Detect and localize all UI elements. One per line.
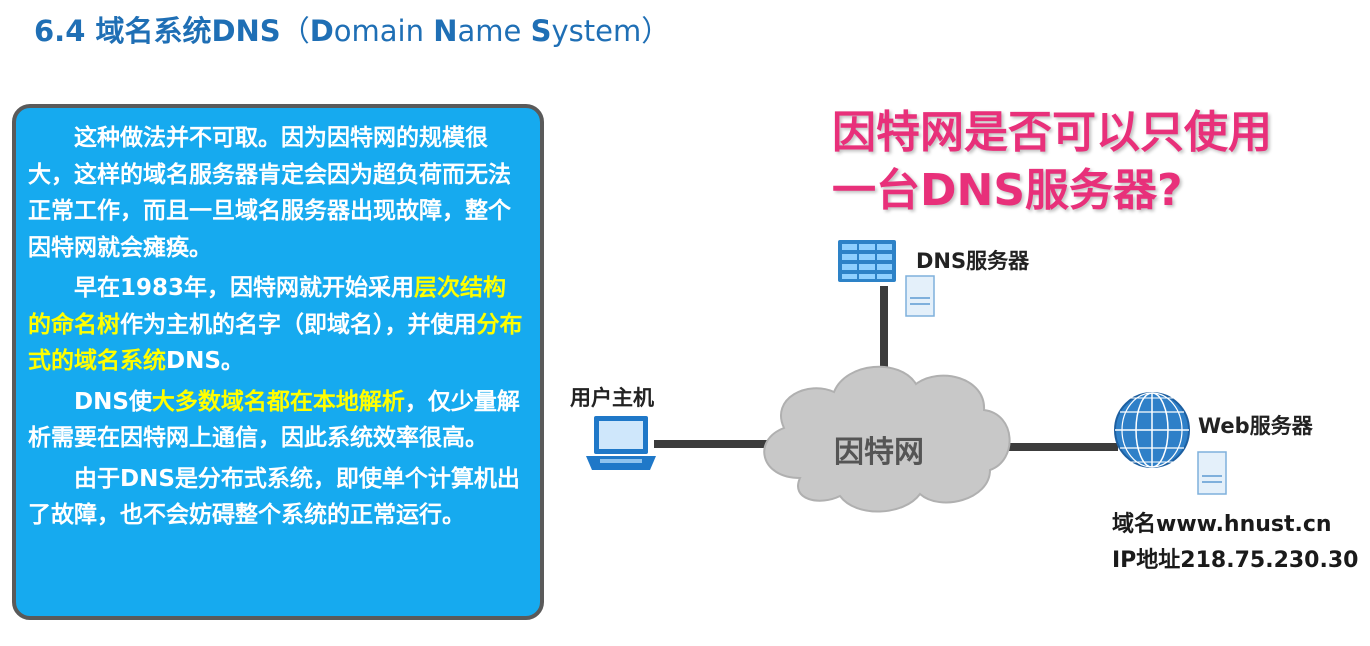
web-server-info: 域名www.hnust.cn IP地址218.75.230.30 xyxy=(1112,507,1358,579)
dns-server-icon xyxy=(838,240,935,317)
web-ip-line: IP地址218.75.230.30 xyxy=(1112,548,1359,573)
p1-text: 这种做法并不可取。因为因特网的规模很大，这样的域名服务器肯定会因为超负荷而无法正… xyxy=(28,125,511,261)
web-server-label: Web服务器 xyxy=(1198,414,1313,438)
p3-text-b: ，仅少量解析需要在因特网上通信，因此系统效率很高。 xyxy=(28,388,520,452)
title-paren-close: ） xyxy=(641,14,671,48)
p2-text-a: 早在1983年，因特网就开始采用 xyxy=(74,275,415,301)
web-server-tower-icon xyxy=(1197,451,1227,495)
title-n-cap: N xyxy=(433,14,458,48)
internet-label: 因特网 xyxy=(834,435,924,470)
title-paren-open: （ xyxy=(280,14,310,48)
title-number: 6.4 域名系统DNS xyxy=(34,14,281,48)
question-heading: 因特网是否可以只使用 一台DNS服务器? xyxy=(832,104,1332,220)
slide-title: 6.4 域名系统DNS（Domain Name System） xyxy=(34,8,670,50)
question-line-1: 因特网是否可以只使用 xyxy=(832,107,1272,158)
explanation-paragraph-3: DNS使大多数域名都在本地解析，仅少量解析需要在因特网上通信，因此系统效率很高。 xyxy=(28,384,528,457)
p2-highlight-naming-tree: 层次结构的命名树 xyxy=(28,275,507,338)
web-server-globe-icon xyxy=(1114,392,1190,468)
p2-text-c: DNS。 xyxy=(166,348,244,374)
p3-text-a: DNS使 xyxy=(74,388,152,415)
title-s-rest: ystem xyxy=(551,14,642,48)
p2-text-b: 作为主机的名字（即域名），并使用 xyxy=(120,311,477,338)
web-domain-line: 域名www.hnust.cn xyxy=(1112,512,1332,537)
laptop-icon xyxy=(586,416,656,470)
explanation-paragraph-4: 由于DNS是分布式系统，即使单个计算机出了故障，也不会妨碍整个系统的正常运行。 xyxy=(28,461,528,534)
explanation-box: 这种做法并不可取。因为因特网的规模很大，这样的域名服务器肯定会因为超负荷而无法正… xyxy=(12,104,544,620)
title-n-rest: ame xyxy=(457,14,531,48)
explanation-paragraph-1: 这种做法并不可取。因为因特网的规模很大，这样的域名服务器肯定会因为超负荷而无法正… xyxy=(28,120,528,266)
dns-server-label: DNS服务器 xyxy=(916,249,1030,273)
explanation-paragraph-2: 早在1983年，因特网就开始采用层次结构的命名树作为主机的名字（即域名），并使用… xyxy=(28,270,528,380)
internet-cloud-icon xyxy=(763,365,1011,513)
title-s-cap: S xyxy=(530,14,552,48)
title-d-cap: D xyxy=(309,14,334,48)
question-line-2: 一台DNS服务器? xyxy=(832,165,1183,216)
p4-text: 由于DNS是分布式系统，即使单个计算机出了故障，也不会妨碍整个系统的正常运行。 xyxy=(28,465,520,529)
p2-highlight-distributed-dns: 分布式的域名系统 xyxy=(28,311,523,375)
user-host-label: 用户主机 xyxy=(570,386,654,410)
title-d-rest: omain xyxy=(333,14,434,48)
p3-highlight-local-resolution: 大多数域名都在本地解析 xyxy=(151,388,405,415)
